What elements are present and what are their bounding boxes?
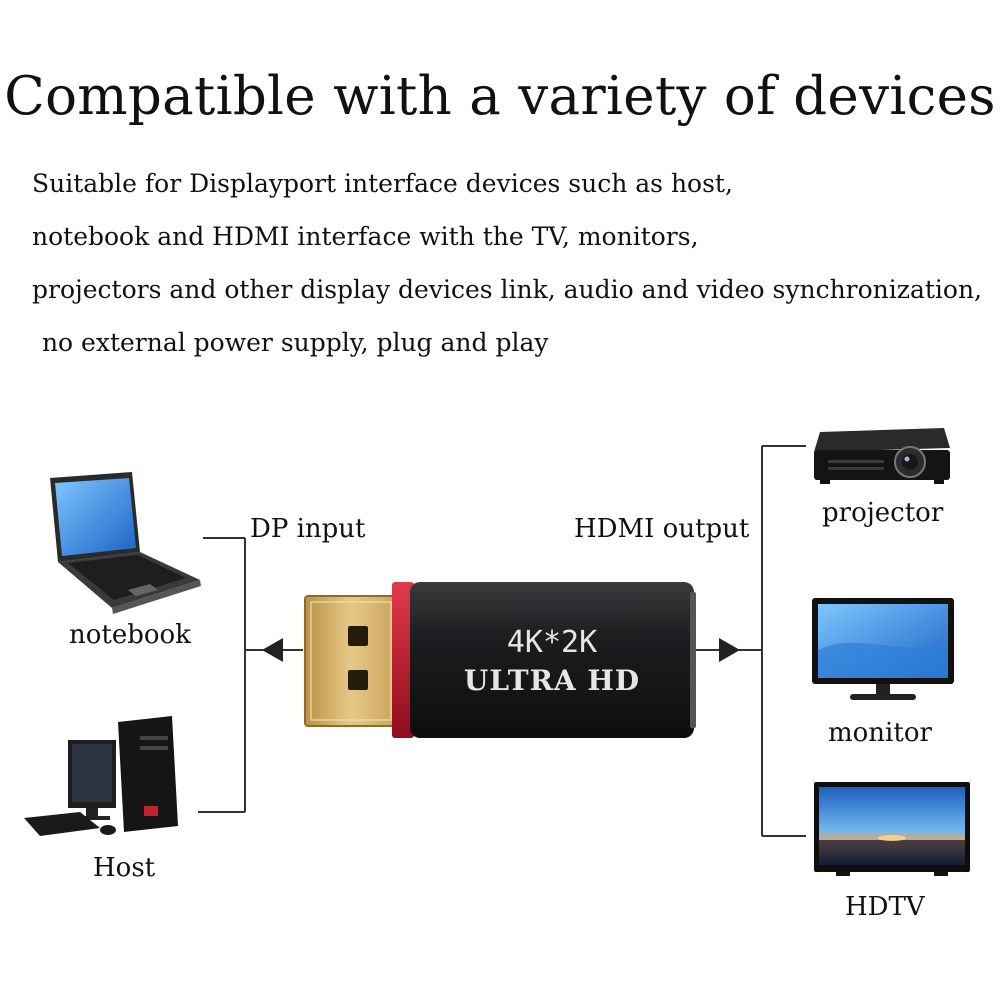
- description-line-2: notebook and HDMI interface with the TV,…: [32, 222, 699, 251]
- hdmi-output-label: HDMI output: [574, 514, 750, 544]
- input-bracket: [198, 537, 303, 813]
- description-line-1: Suitable for Displayport interface devic…: [32, 169, 733, 198]
- adapter: 4K*2K ULTRA HD: [304, 582, 696, 738]
- host-label: Host: [93, 853, 156, 883]
- adapter-label-4k: 4K*2K: [507, 625, 597, 660]
- hdtv-label: HDTV: [845, 892, 925, 922]
- page-title: Compatible with a variety of devices: [4, 66, 996, 127]
- dp-latch-hole-bottom: [348, 670, 368, 690]
- monitor-label: monitor: [828, 718, 932, 748]
- monitor-icon: [812, 598, 954, 700]
- dp-connector: [304, 595, 398, 727]
- description-line-3: projectors and other display devices lin…: [32, 275, 982, 304]
- notebook-icon: [50, 472, 201, 614]
- projector-icon: [814, 428, 950, 484]
- adapter-body: [410, 582, 694, 738]
- adapter-label-ultra-hd: ULTRA HD: [464, 664, 640, 697]
- notebook-label: notebook: [69, 620, 191, 650]
- projector-label: projector: [822, 498, 944, 528]
- description-line-4: no external power supply, plug and play: [34, 328, 549, 357]
- hdtv-icon: [814, 782, 970, 876]
- input-arrow-icon: [262, 638, 283, 662]
- output-bracket: [693, 445, 806, 837]
- output-arrow-icon: [719, 638, 740, 662]
- dp-input-label: DP input: [250, 514, 366, 544]
- dp-latch-hole-top: [348, 626, 368, 646]
- host-icon: [24, 716, 178, 836]
- adapter-red-ring: [392, 582, 414, 738]
